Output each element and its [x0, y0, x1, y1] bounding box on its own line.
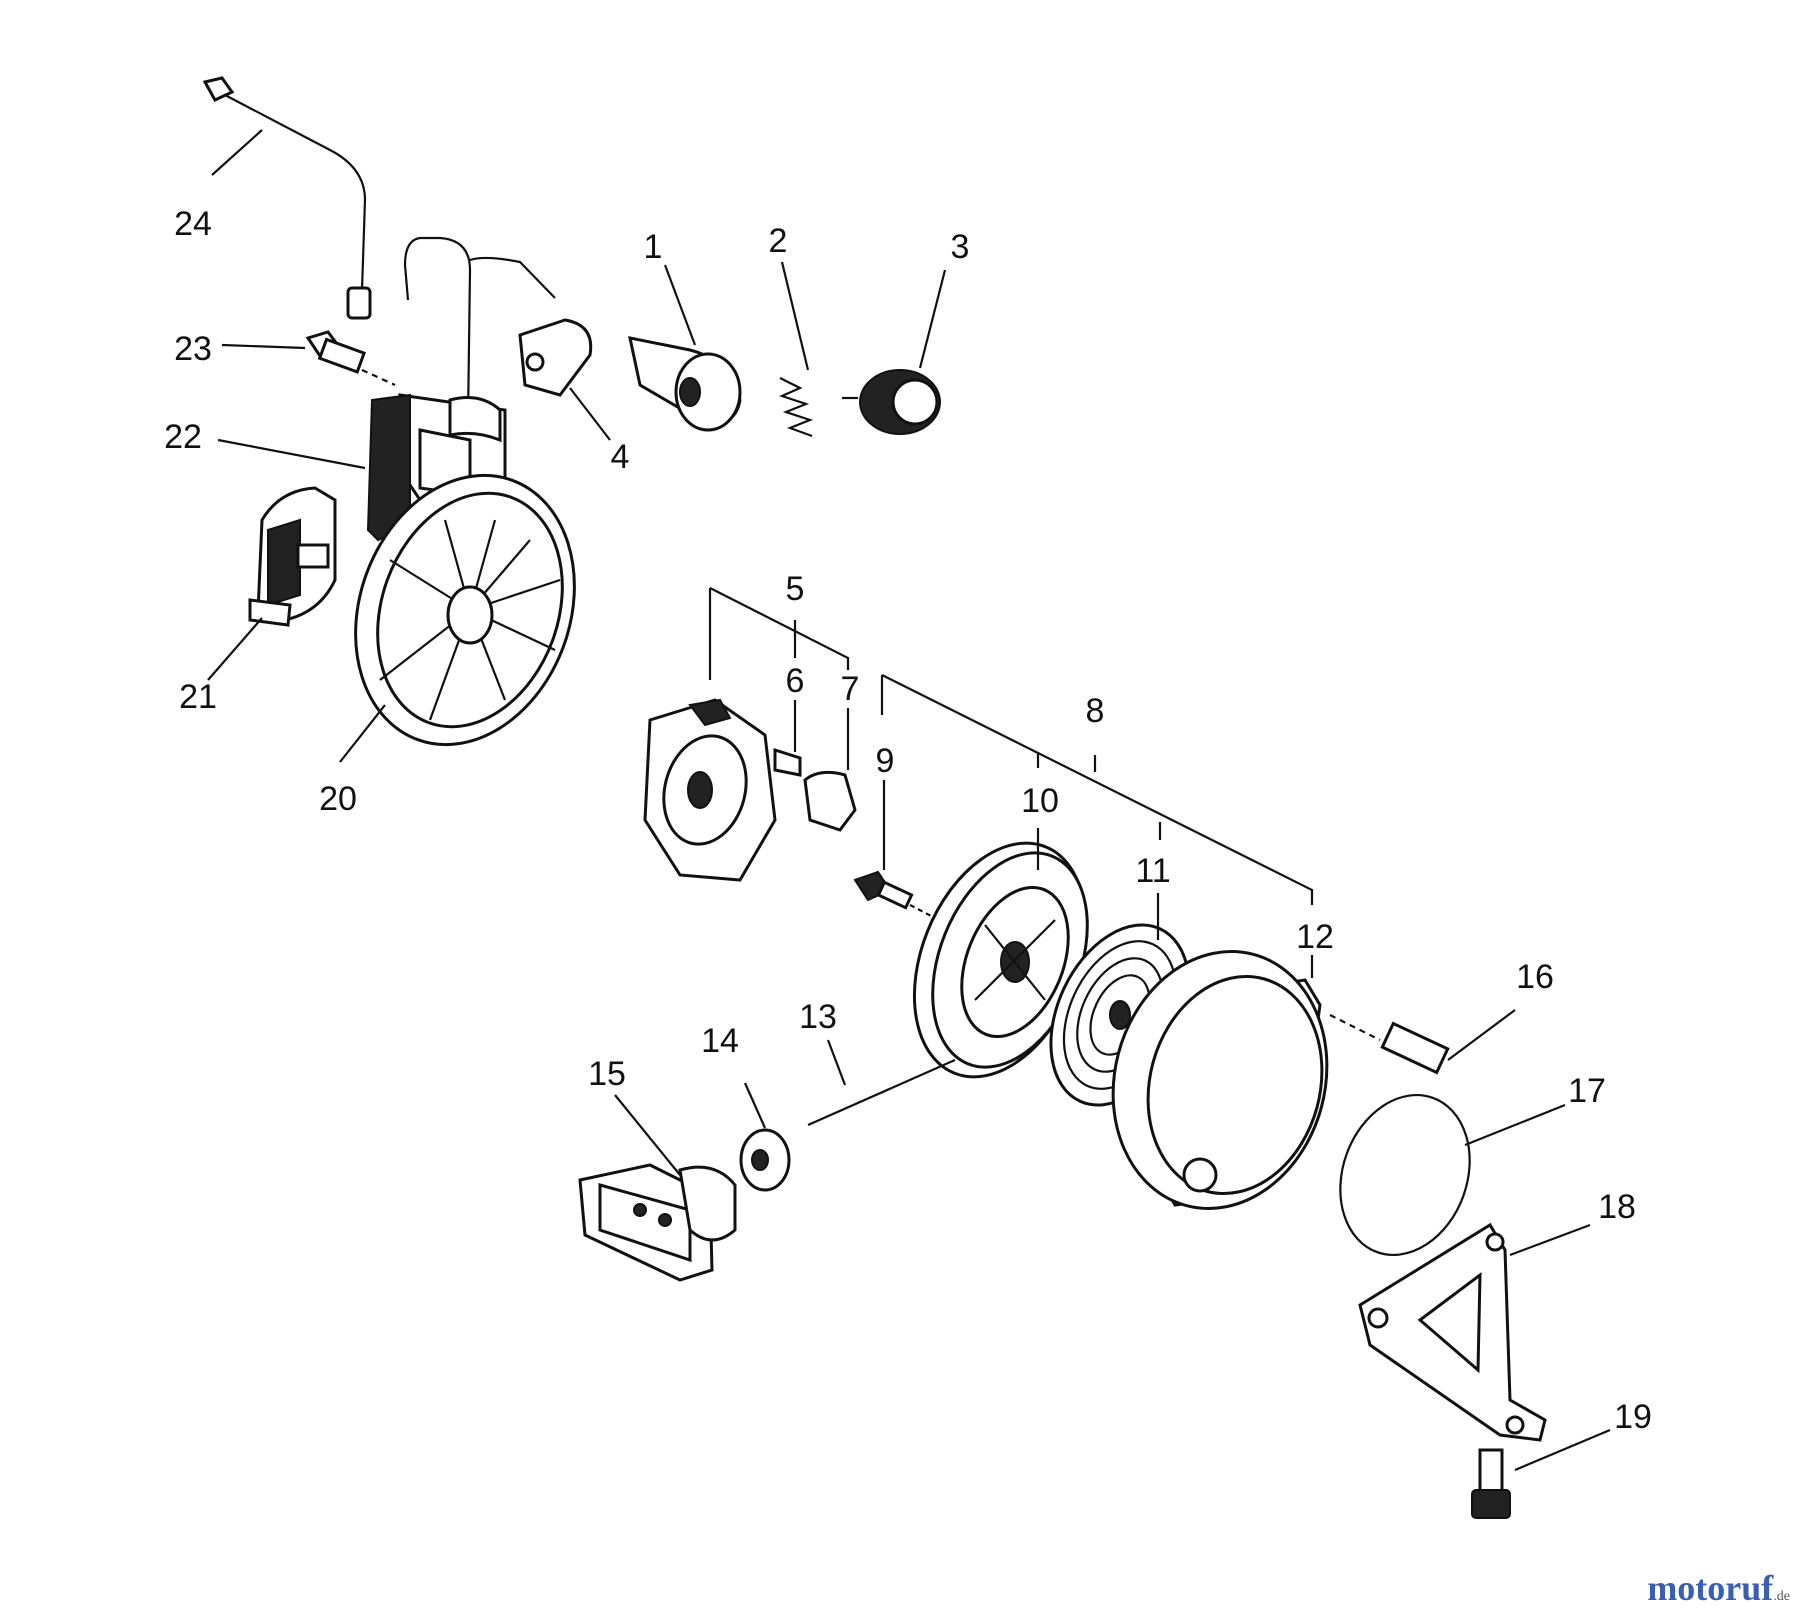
part-19-bolt: [1471, 1448, 1511, 1519]
label-15: 15: [588, 1055, 626, 1093]
label-22: 22: [164, 418, 202, 456]
label-10: 10: [1021, 782, 1059, 820]
label-9: 9: [876, 742, 895, 780]
label-17: 17: [1568, 1072, 1606, 1110]
part-2-spring: [778, 377, 814, 438]
label-1: 1: [644, 228, 663, 266]
part-22-ignition-coil: [366, 236, 556, 542]
part-17-gasket: [1339, 1093, 1471, 1257]
label-14: 14: [701, 1022, 739, 1060]
part-5-starter-hub: [643, 698, 777, 882]
part-23-bolt: [305, 330, 396, 387]
label-21: 21: [179, 678, 217, 716]
part-10-rope-reel: [912, 841, 1089, 1079]
watermark-logo: motoruf.de: [1647, 1567, 1790, 1609]
label-19: 19: [1614, 1398, 1652, 1436]
label-13: 13: [799, 998, 837, 1036]
watermark-suffix: .de: [1773, 1589, 1790, 1604]
part-3-spark-plug: [842, 369, 941, 435]
part-20-flywheel: [354, 473, 576, 747]
part-4-cover: [518, 318, 593, 397]
label-8: 8: [1086, 692, 1105, 730]
label-20: 20: [319, 780, 357, 818]
label-23: 23: [174, 330, 212, 368]
part-16-bolt: [1329, 1014, 1450, 1075]
part-12-starter-housing: [1111, 950, 1329, 1210]
label-7: 7: [841, 670, 860, 708]
part-7-pawl: [803, 770, 857, 832]
part-labels: 1 2 3 4 5 6 7 8 9 10 11 12 13 14 15 16 1…: [164, 205, 1652, 1436]
label-16: 16: [1516, 958, 1554, 996]
part-24-wire: [202, 76, 372, 320]
label-24: 24: [174, 205, 212, 243]
part-21-clutch-shoe: [248, 486, 337, 627]
label-3: 3: [951, 228, 970, 266]
label-4: 4: [611, 438, 630, 476]
leader-lines: [207, 129, 1611, 1472]
part-18-bracket: [1358, 1222, 1547, 1442]
label-6: 6: [786, 662, 805, 700]
label-11: 11: [1135, 852, 1170, 890]
label-2: 2: [769, 222, 788, 260]
label-5: 5: [786, 570, 805, 608]
part-1-plug-cap: [628, 336, 742, 432]
part-6-spring: [773, 747, 802, 777]
part-9-bolt: [853, 870, 936, 919]
watermark-brand: motoruf: [1647, 1568, 1774, 1608]
part-13-rope: [807, 1058, 956, 1127]
part-14-grommet: [739, 1128, 791, 1192]
part-15-starter-handle: [578, 1163, 737, 1282]
label-18: 18: [1598, 1188, 1636, 1226]
label-12: 12: [1296, 918, 1334, 956]
